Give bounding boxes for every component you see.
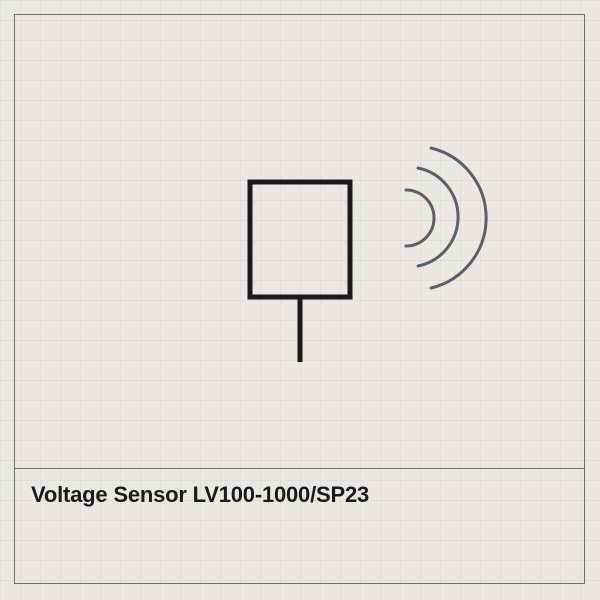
signal-wave-outer <box>429 146 488 290</box>
voltage-sensor-symbol <box>247 146 488 362</box>
sensor-body-box <box>247 179 353 300</box>
signal-wave-inner <box>404 188 436 248</box>
component-title: Voltage Sensor LV100-1000/SP23 <box>31 482 370 507</box>
signal-wave-middle <box>416 166 460 268</box>
title-block-divider <box>14 468 585 469</box>
sheet-border <box>14 14 585 584</box>
wireless-signal-icon <box>404 146 488 290</box>
